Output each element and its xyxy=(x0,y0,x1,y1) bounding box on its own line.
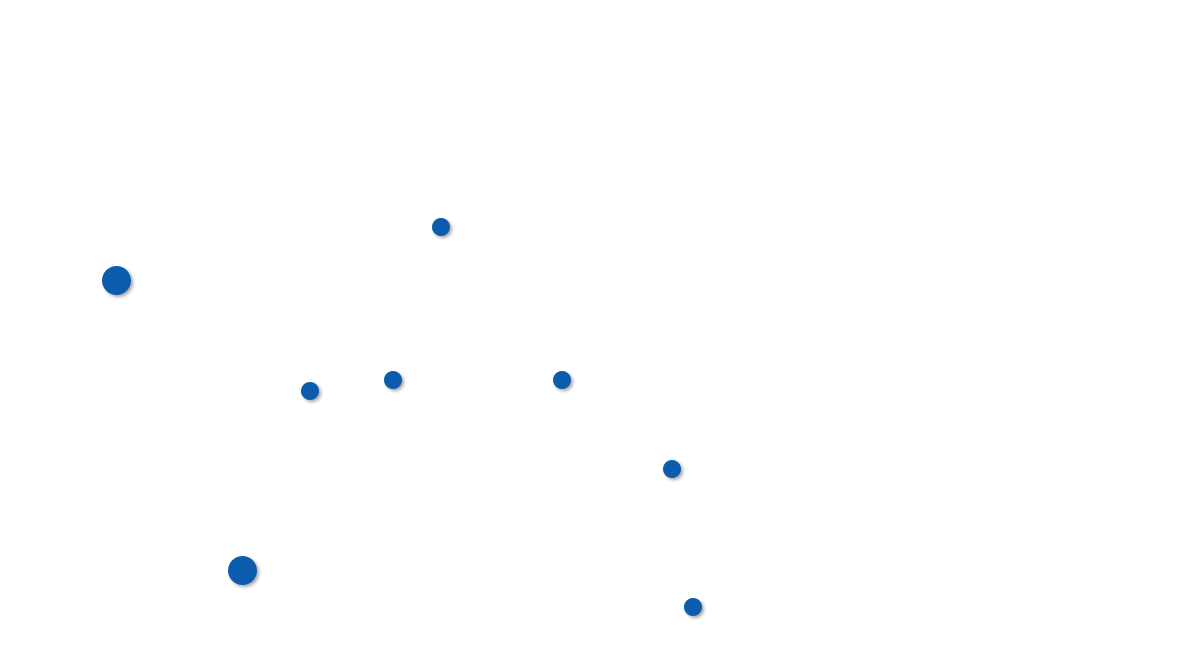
map-dot-5-small xyxy=(553,371,571,389)
map-dot-6-small xyxy=(663,460,681,478)
map-dot-3-small xyxy=(301,382,319,400)
map-dot-2-small xyxy=(432,218,450,236)
map-dot-1-large xyxy=(102,266,131,295)
map-dot-7-large xyxy=(228,556,257,585)
map-dot-4-small xyxy=(384,371,402,389)
map-dot-8-small xyxy=(684,598,702,616)
